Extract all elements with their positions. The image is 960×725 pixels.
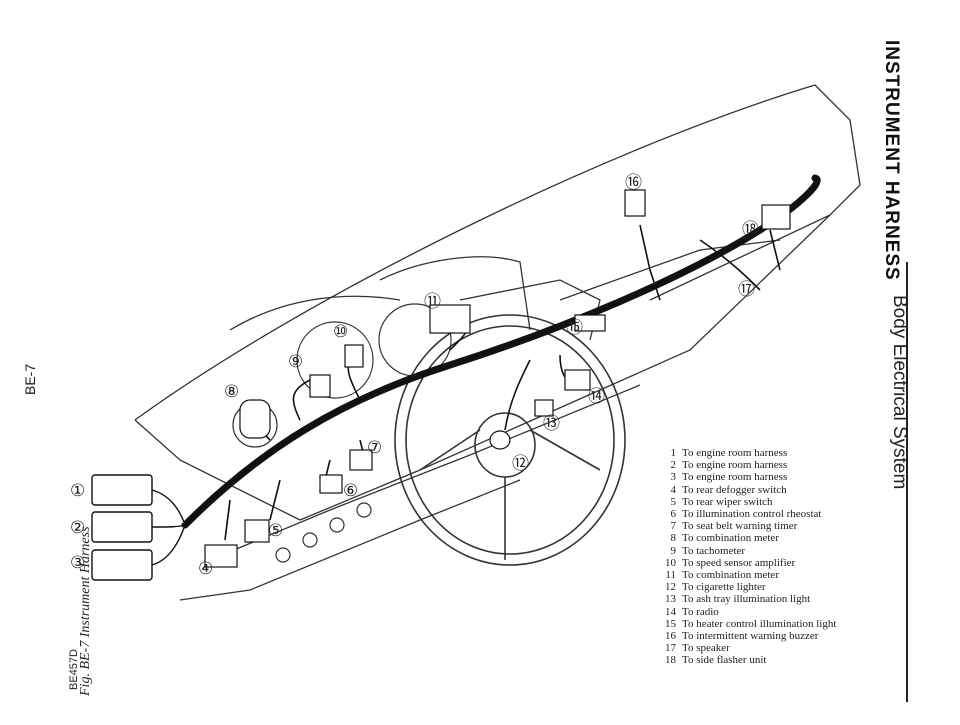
legend-number: 9 (670, 544, 677, 557)
legend-item: 5 To rear wiper switch (660, 496, 836, 508)
callout-9: ⑨ (288, 352, 304, 371)
left-connectors (91, 474, 186, 581)
divider (906, 262, 908, 702)
legend-item: 17 To speaker (660, 642, 836, 654)
callout-18: ⑱ (742, 220, 759, 239)
legend-item: 12 To cigarette lighter (660, 581, 836, 593)
legend-item: 4 To rear defogger switch (660, 484, 836, 496)
legend-number: 5 (670, 495, 677, 508)
callout-5: ⑤ (268, 521, 284, 540)
legend-item: 1 To engine room harness (660, 447, 836, 459)
legend-number: 2 (670, 459, 677, 472)
legend-item: 14 To radio (660, 606, 836, 618)
legend-text: To illumination control rheostat (682, 508, 822, 521)
callout-4: ④ (198, 559, 214, 578)
legend-text: To intermittent warning buzzer (682, 630, 819, 643)
callout-8: ⑧ (224, 382, 240, 401)
callout-16: ⑯ (625, 173, 642, 192)
legend-text: To heater control illumination light (682, 617, 837, 630)
callout-11: ⑪ (424, 292, 441, 311)
legend-number: 17 (665, 642, 676, 655)
legend-number: 12 (665, 581, 676, 594)
legend-number: 16 (665, 630, 676, 643)
legend-text: To radio (682, 605, 719, 618)
callout-10: ⑩ (333, 322, 349, 341)
legend-item: 15 To heater control illumination light (660, 618, 836, 630)
figure-code: BE457D (68, 649, 80, 690)
legend-number: 8 (670, 532, 677, 545)
legend-text: To engine room harness (682, 471, 788, 484)
legend-item: 3 To engine room harness (660, 471, 836, 483)
legend-text: To rear defogger switch (682, 483, 787, 496)
legend-text: To speaker (682, 642, 730, 655)
legend-text: To seat belt warning timer (682, 520, 798, 533)
branch-connectors (204, 189, 791, 568)
legend-text: To rear wiper switch (682, 495, 773, 508)
callout-14: ⑭ (588, 387, 605, 406)
callout-13: ⑬ (543, 414, 560, 433)
legend-number: 1 (670, 447, 677, 459)
legend-item: 6 To illumination control rheostat (660, 508, 836, 520)
legend-item: 10 To speed sensor amplifier (660, 557, 836, 569)
legend-text: To tachometer (682, 544, 746, 557)
steering-wheel (394, 314, 626, 566)
callout-12: ⑫ (512, 454, 529, 473)
legend-text: To engine room harness (682, 447, 788, 459)
callout-17: ⑰ (738, 280, 755, 299)
legend-text: To combination meter (682, 569, 779, 582)
legend-item: 9 To tachometer (660, 545, 836, 557)
legend-number: 14 (665, 605, 676, 618)
chapter-title: Body Electrical System (889, 295, 910, 490)
legend-number: 10 (665, 556, 676, 569)
legend-item: 13 To ash tray illumination light (660, 593, 836, 605)
dashboard-outline (134, 84, 861, 601)
legend-text: To combination meter (682, 532, 779, 545)
legend-item: 11 To combination meter (660, 569, 836, 581)
callout-2: ② (70, 518, 86, 537)
legend-text: To cigarette lighter (682, 581, 766, 594)
legend-number: 18 (665, 654, 676, 667)
legend-item: 2 To engine room harness (660, 459, 836, 471)
legend-item: 18 To side flasher unit (660, 654, 836, 666)
legend-number: 7 (670, 520, 677, 533)
callout-6: ⑥ (343, 481, 359, 500)
figure-caption: Fig. BE-7 Instrument Harness (78, 526, 93, 696)
legend-text: To speed sensor amplifier (682, 556, 796, 569)
legend-item: 7 To seat belt warning timer (660, 520, 836, 532)
legend-item: 8 To combination meter (660, 532, 836, 544)
legend-text: To ash tray illumination light (682, 593, 811, 606)
callout-15: ⑮ (566, 318, 583, 337)
callout-7: ⑦ (367, 438, 383, 457)
page-number: BE-7 (22, 363, 38, 395)
legend-text: To side flasher unit (682, 654, 767, 667)
legend-number: 15 (665, 617, 676, 630)
legend-number: 11 (665, 569, 676, 582)
legend-item: 16 To intermittent warning buzzer (660, 630, 836, 642)
legend-number: 4 (670, 483, 677, 496)
legend: 1 To engine room harness 2 To engine room h… (660, 447, 836, 667)
legend-number: 3 (670, 471, 677, 484)
legend-number: 13 (665, 593, 676, 606)
callout-1: ① (70, 481, 86, 500)
dash-knobs (275, 502, 372, 563)
legend-text: To engine room harness (682, 459, 788, 472)
callout-3: ③ (70, 553, 86, 572)
section-title: INSTRUMENT HARNESS (881, 40, 902, 281)
legend-number: 6 (670, 508, 677, 521)
